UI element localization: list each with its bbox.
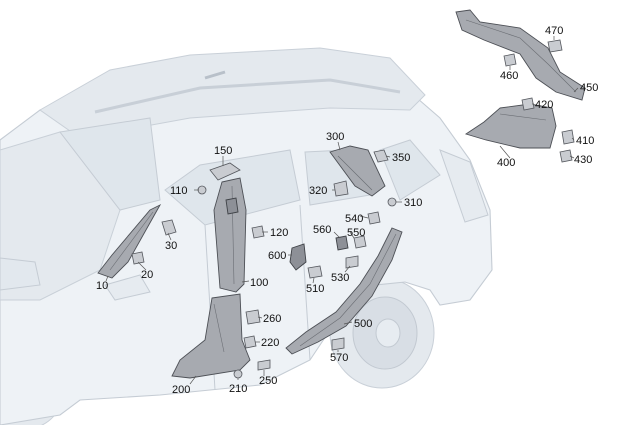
callout-510: 510 [306,283,324,295]
part-400-groove [499,113,547,121]
part-500-groove [299,233,397,347]
part-30-clip [161,219,177,236]
callout-150: 150 [214,145,232,157]
callout-560: 560 [313,224,331,236]
part-200-b-pillar-lower-trim [171,293,251,379]
part-220-clip [243,335,257,349]
part-450-roof-rear-trim [455,9,586,101]
callout-200: 200 [172,384,190,396]
callout-430: 430 [574,154,592,166]
part-600-bracket [289,243,307,271]
callout-410: 410 [576,135,594,147]
part-300-groove [337,155,373,191]
part-460-clip [503,53,517,67]
part-540-clip [367,211,381,225]
quarter-glass [379,139,441,201]
leader-560 [333,231,341,239]
leader-200 [189,375,197,385]
leader-540 [359,215,369,219]
callout-570: 570 [330,352,348,364]
leader-550 [349,231,355,239]
side-mirror [104,274,151,301]
callout-300: 300 [326,131,344,143]
leader-100 [241,280,250,283]
part-200-groove [213,303,225,353]
roof [39,47,426,139]
part-250-clip [257,359,271,371]
leader-350 [385,155,391,158]
callout-600: 600 [268,250,286,262]
part-420-clip [521,97,535,111]
part-320-clip [333,180,349,197]
part-570-clip [331,337,345,351]
part-350-clip [373,149,389,163]
part-300-c-pillar-trim [329,145,386,197]
vehicle-outline [0,47,493,425]
callout-20: 20 [141,269,153,281]
leader-260 [257,316,263,319]
windshield [59,117,161,211]
part-20-clip [131,251,145,265]
part-430-clip [559,149,573,163]
callout-100: 100 [250,277,268,289]
part-550-clip [353,235,367,249]
leader-530 [344,265,351,273]
callout-540: 540 [345,213,363,225]
leader-510 [312,277,315,284]
leader-20 [137,261,147,271]
part-410-clip [561,129,575,145]
part-260-clip [245,309,261,325]
callout-120: 120 [270,227,288,239]
roof-rail-mount [204,70,226,80]
callout-10: 10 [96,280,108,292]
callout-210: 210 [229,383,247,395]
callout-30: 30 [165,240,177,252]
callout-250: 250 [259,375,277,387]
part-100-belt-guide [225,197,239,215]
trim-parts [97,9,586,379]
callout-530: 530 [331,272,349,284]
part-210-clip [233,369,243,379]
callout-labels: 10 20 30 110 150 100 120 260 220 250 210… [96,25,598,396]
leader-450 [573,87,579,93]
part-510-clip [307,265,323,279]
callout-460: 460 [500,70,518,82]
part-100-b-pillar-upper-trim [213,177,247,293]
callout-110: 110 [170,185,188,197]
roof-rail [94,78,401,114]
part-110-clip [197,185,207,195]
part-400-d-pillar-trim [464,103,557,149]
part-530-clip [345,255,359,269]
part-450-groove [465,19,577,93]
tail-lamp [439,149,489,223]
callout-500: 500 [354,318,372,330]
leader-300 [337,141,341,151]
callout-400: 400 [497,157,515,169]
callout-470: 470 [545,25,563,37]
part-470-clip [547,39,563,53]
leader-410 [571,137,575,141]
leader-10 [105,275,109,282]
leader-lines [105,36,579,385]
part-560-clip [335,235,349,251]
callout-220: 220 [261,337,279,349]
part-10-edge [109,211,154,271]
callout-260: 260 [263,313,281,325]
callout-320: 320 [309,185,327,197]
callout-550: 550 [347,227,365,239]
part-500-rear-sill-trim [285,227,403,355]
callout-420: 420 [535,99,553,111]
part-120-clip [251,225,265,239]
leader-400 [499,145,511,159]
callout-350: 350 [392,152,410,164]
headlight [0,257,41,291]
callout-450: 450 [580,82,598,94]
leader-30 [167,232,172,241]
callout-310: 310 [404,197,422,209]
part-310-clip [387,197,397,207]
leader-430 [569,155,575,159]
leader-500 [343,321,353,325]
rear-hub [375,318,401,348]
